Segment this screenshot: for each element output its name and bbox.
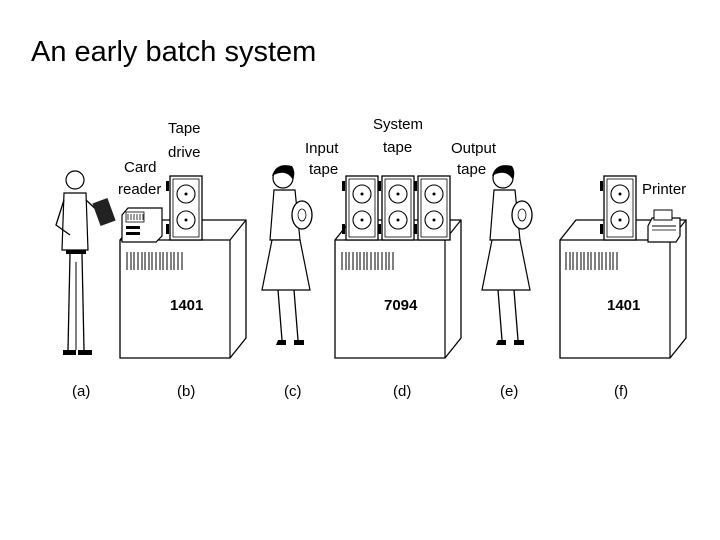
machine-7094-label: 7094 [384,297,418,314]
input-tape-operator [261,165,313,345]
tape-drive-label-line2: drive [168,144,201,161]
caption-b: (b) [177,383,195,400]
caption-a: (a) [72,383,90,400]
machine-1401-right-label: 1401 [607,297,640,314]
card-reader-label-line2: reader [118,181,161,198]
machine-1401-left-label: 1401 [170,297,203,314]
caption-d: (d) [393,383,411,400]
input-tape-label-line1: Input [305,140,339,157]
ibm-7094-machine [334,175,462,359]
caption-f: (f) [614,383,628,400]
card-reader-label-line1: Card [124,159,157,176]
output-tape-label-line1: Output [451,140,497,157]
ibm-1401-input-machine [119,175,247,359]
operator-figure [55,170,116,355]
tape-drive-label-line1: Tape [168,120,201,137]
caption-c: (c) [284,383,302,400]
slide-title: An early batch system [31,36,317,68]
system-tape-label-line1: System [373,116,423,133]
input-tape-label-line2: tape [309,161,338,178]
system-tape-label-line2: tape [383,139,412,156]
caption-e: (e) [500,383,518,400]
printer-label: Printer [642,181,686,198]
ibm-1401-output-machine [559,175,687,359]
output-tape-operator [481,165,533,345]
output-tape-label-line2: tape [457,161,486,178]
